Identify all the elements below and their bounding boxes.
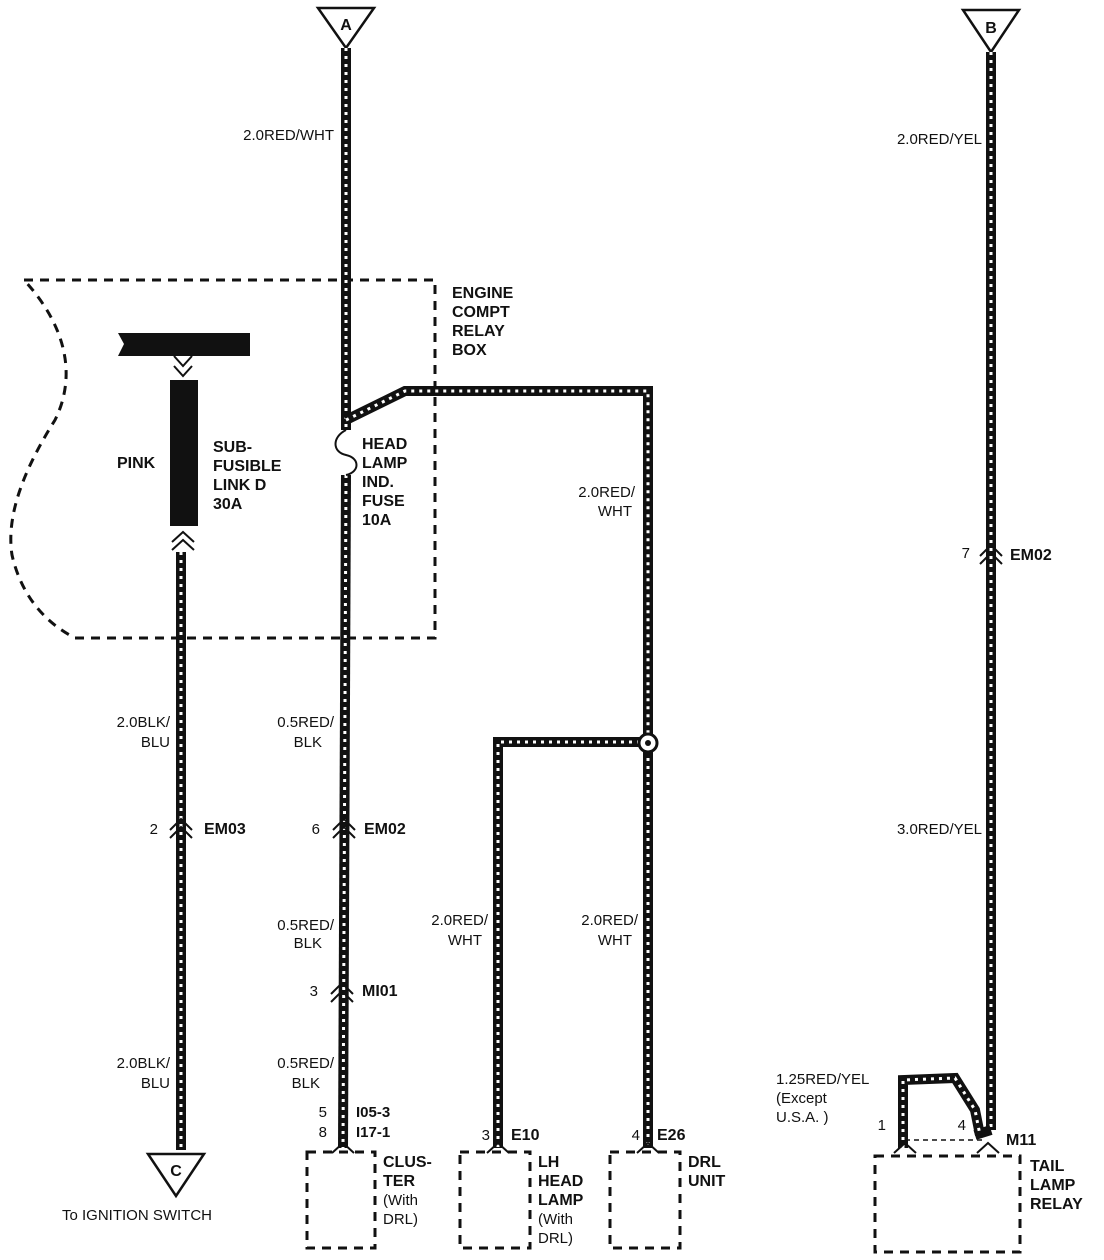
svg-text:LAMP: LAMP <box>1030 1177 1076 1194</box>
svg-text:2.0RED/: 2.0RED/ <box>431 912 489 929</box>
svg-text:LAMP: LAMP <box>362 455 408 472</box>
svg-text:5: 5 <box>319 1104 327 1121</box>
svg-text:I05-3: I05-3 <box>356 1104 390 1121</box>
wire-b <box>898 52 996 1148</box>
svg-text:(With: (With <box>383 1192 418 1209</box>
connector-a: A <box>315 6 377 51</box>
svg-text:A: A <box>340 17 352 34</box>
svg-text:U.S.A. ): U.S.A. ) <box>776 1109 829 1126</box>
fuse-label: HEAD LAMP IND. FUSE 10A <box>362 436 408 529</box>
svg-text:ENGINE: ENGINE <box>452 285 514 302</box>
svg-text:TER: TER <box>383 1173 415 1190</box>
svg-text:PINK: PINK <box>117 455 156 472</box>
svg-text:BLU: BLU <box>141 734 170 751</box>
svg-text:2.0RED/: 2.0RED/ <box>578 484 636 501</box>
svg-text:HEAD: HEAD <box>362 436 407 453</box>
svg-text:I17-1: I17-1 <box>356 1124 390 1141</box>
svg-text:2.0RED/YEL: 2.0RED/YEL <box>897 131 982 148</box>
svg-text:1.25RED/YEL: 1.25RED/YEL <box>776 1071 869 1088</box>
svg-text:WHT: WHT <box>598 503 632 520</box>
svg-text:BLK: BLK <box>294 935 322 952</box>
svg-text:EM02: EM02 <box>1010 547 1052 564</box>
svg-text:30A: 30A <box>213 496 243 513</box>
svg-text:B: B <box>985 20 997 37</box>
svg-text:3.0RED/YEL: 3.0RED/YEL <box>897 821 982 838</box>
svg-text:BLK: BLK <box>292 1075 320 1092</box>
wire-fuse-out <box>343 386 653 1148</box>
svg-text:0.5RED/: 0.5RED/ <box>277 917 335 934</box>
svg-text:4: 4 <box>958 1117 966 1134</box>
svg-text:DRL): DRL) <box>383 1211 418 1228</box>
svg-text:0.5RED/: 0.5RED/ <box>277 714 335 731</box>
svg-text:0.5RED/: 0.5RED/ <box>277 1055 335 1072</box>
svg-text:MI01: MI01 <box>362 983 398 1000</box>
svg-text:3: 3 <box>310 983 318 1000</box>
svg-text:IND.: IND. <box>362 474 394 491</box>
svg-text:FUSIBLE: FUSIBLE <box>213 458 282 475</box>
connector-b: B <box>960 8 1022 55</box>
svg-text:FUSE: FUSE <box>362 493 405 510</box>
wire-a <box>338 48 351 1149</box>
head-lamp-fuse <box>334 429 358 476</box>
sub-fusible-label: PINK SUB- FUSIBLE LINK D 30A <box>117 439 282 513</box>
svg-text:2.0BLK/: 2.0BLK/ <box>117 714 171 731</box>
svg-text:E26: E26 <box>657 1127 686 1144</box>
svg-text:RELAY: RELAY <box>1030 1196 1083 1213</box>
svg-text:WHT: WHT <box>448 932 482 949</box>
component-labels: CLUS- TER (With DRL) LH HEAD LAMP (With … <box>383 1154 1083 1247</box>
sub-fusible-link <box>118 333 250 551</box>
svg-text:SUB-: SUB- <box>213 439 252 456</box>
svg-text:LINK D: LINK D <box>213 477 266 494</box>
svg-text:2: 2 <box>150 821 158 838</box>
svg-text:BOX: BOX <box>452 342 487 359</box>
svg-text:M11: M11 <box>1006 1132 1036 1149</box>
svg-text:COMPT: COMPT <box>452 304 510 321</box>
svg-text:EM03: EM03 <box>204 821 246 838</box>
svg-text:DRL): DRL) <box>538 1230 573 1247</box>
svg-text:6: 6 <box>312 821 320 838</box>
to-ignition-label: To IGNITION SWITCH <box>62 1207 212 1224</box>
svg-text:(With: (With <box>538 1211 573 1228</box>
svg-text:LH: LH <box>538 1154 559 1171</box>
svg-text:10A: 10A <box>362 512 392 529</box>
svg-text:EM02: EM02 <box>364 821 406 838</box>
relay-box-outline <box>9 278 437 640</box>
svg-text:CLUS-: CLUS- <box>383 1154 432 1171</box>
svg-text:C: C <box>170 1163 182 1180</box>
svg-text:RELAY: RELAY <box>452 323 505 340</box>
svg-text:DRL: DRL <box>688 1154 721 1171</box>
svg-text:(Except: (Except <box>776 1090 828 1107</box>
wire-labels: 2.0RED/WHT 0.5RED/ BLK 0.5RED/ BLK 0.5RE… <box>117 127 982 1126</box>
svg-text:2.0RED/: 2.0RED/ <box>581 912 639 929</box>
svg-text:TAIL: TAIL <box>1030 1158 1065 1175</box>
cluster-box <box>305 1150 377 1250</box>
svg-text:BLK: BLK <box>294 734 322 751</box>
relay-box-label: ENGINE COMPT RELAY BOX <box>452 285 514 359</box>
svg-text:7: 7 <box>962 545 970 562</box>
svg-text:LAMP: LAMP <box>538 1192 584 1209</box>
svg-text:8: 8 <box>319 1124 327 1141</box>
svg-text:UNIT: UNIT <box>688 1173 726 1190</box>
svg-text:4: 4 <box>632 1127 640 1144</box>
svg-text:E10: E10 <box>511 1127 540 1144</box>
svg-text:BLU: BLU <box>141 1075 170 1092</box>
connector-c: C <box>145 1152 207 1199</box>
svg-text:2.0BLK/: 2.0BLK/ <box>117 1055 171 1072</box>
svg-text:1: 1 <box>878 1117 886 1134</box>
lh-head-lamp-box <box>458 1150 532 1250</box>
tail-lamp-relay-box <box>873 1154 1022 1254</box>
drl-unit-box <box>608 1150 682 1250</box>
svg-text:HEAD: HEAD <box>538 1173 583 1190</box>
svg-text:3: 3 <box>482 1127 490 1144</box>
svg-text:WHT: WHT <box>598 932 632 949</box>
pin-labels: 2 EM03 6 EM02 3 MI01 5 8 I05-3 I17-1 3 E… <box>150 545 1052 1149</box>
connector-chevrons <box>169 543 1003 1154</box>
svg-text:2.0RED/WHT: 2.0RED/WHT <box>243 127 334 144</box>
